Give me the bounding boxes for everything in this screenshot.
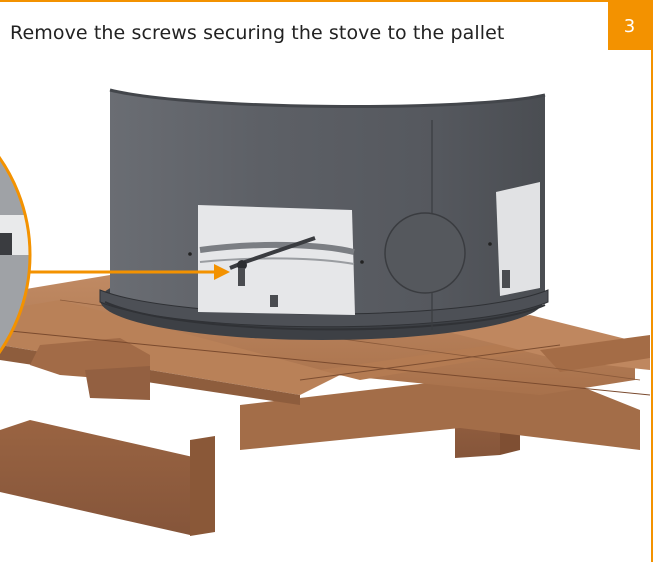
step-title: Remove the screws securing the stove to … <box>10 22 505 44</box>
stove-body <box>99 88 549 340</box>
zoom-detail-circle <box>0 85 32 425</box>
step-number-badge: 3 <box>608 2 651 50</box>
frame-right-border <box>651 0 653 562</box>
frame-top-border <box>0 0 653 2</box>
stove-pallet-illustration <box>0 85 651 536</box>
callout-arrow <box>30 264 230 280</box>
